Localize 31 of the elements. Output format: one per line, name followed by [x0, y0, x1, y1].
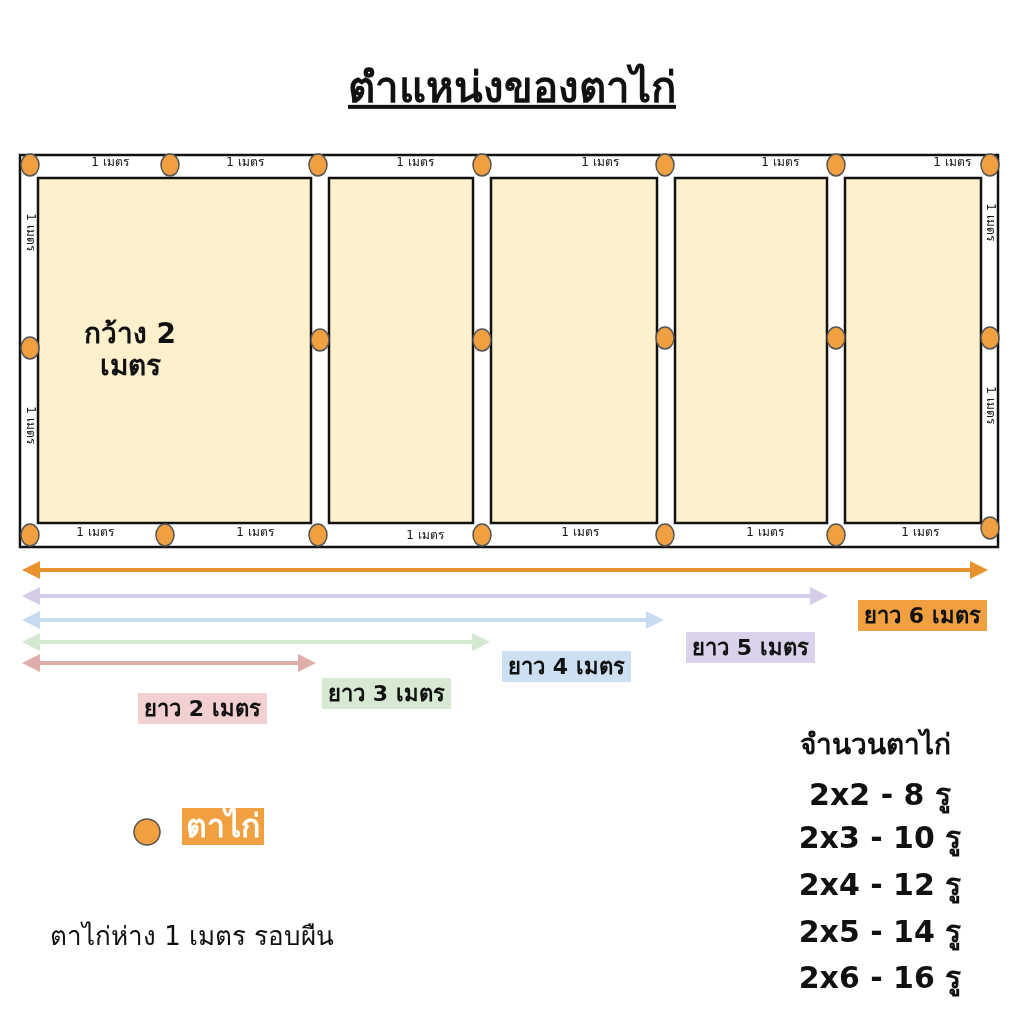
- title: ตำแหน่งของตาไก่: [348, 63, 676, 113]
- dimension-label: 1 เมตร: [581, 156, 619, 170]
- dimension-label: 1 เมตร: [983, 203, 997, 241]
- length-label: ยาว 5 เมตร: [686, 632, 815, 664]
- legend-label: ตาไก่: [182, 808, 264, 845]
- dimension-label: 1 เมตร: [746, 526, 784, 540]
- count-label: 2x3 - 10 รู: [798, 820, 962, 856]
- dimension-label: 1 เมตร: [396, 156, 434, 170]
- length-label: ยาว 2 เมตร: [138, 693, 267, 725]
- heading: จำนวนตาไก่: [799, 728, 951, 762]
- dimension-label: 1 เมตร: [91, 156, 129, 170]
- length-label: ยาว 4 เมตร: [502, 651, 631, 683]
- dimension-label: 1 เมตร: [23, 213, 37, 251]
- dimension-label: 1 เมตร: [76, 526, 114, 540]
- dimension-label: 1 เมตร: [933, 156, 971, 170]
- length-label: ยาว 6 เมตร: [858, 600, 987, 632]
- count-label: 2x2 - 8 รู: [809, 777, 951, 813]
- dimension-label: 1 เมตร: [561, 526, 599, 540]
- length-label: ยาว 3 เมตร: [322, 678, 451, 710]
- dimension-label: 1 เมตร: [761, 156, 799, 170]
- count-label: 2x4 - 12 รู: [798, 867, 962, 903]
- width-label: กว้าง 2 เมตร: [82, 318, 178, 383]
- dimension-label: 1 เมตร: [23, 406, 37, 444]
- dimension-label: 1 เมตร: [236, 526, 274, 540]
- count-label: 2x5 - 14 รู: [798, 914, 962, 950]
- dimension-label: 1 เมตร: [226, 156, 264, 170]
- note: ตาไก่ห่าง 1 เมตร รอบผืน: [50, 922, 335, 952]
- dimension-label: 1 เมตร: [406, 529, 444, 543]
- dimension-label: 1 เมตร: [983, 386, 997, 424]
- dimension-label: 1 เมตร: [901, 526, 939, 540]
- count-label: 2x6 - 16 รู: [798, 960, 962, 996]
